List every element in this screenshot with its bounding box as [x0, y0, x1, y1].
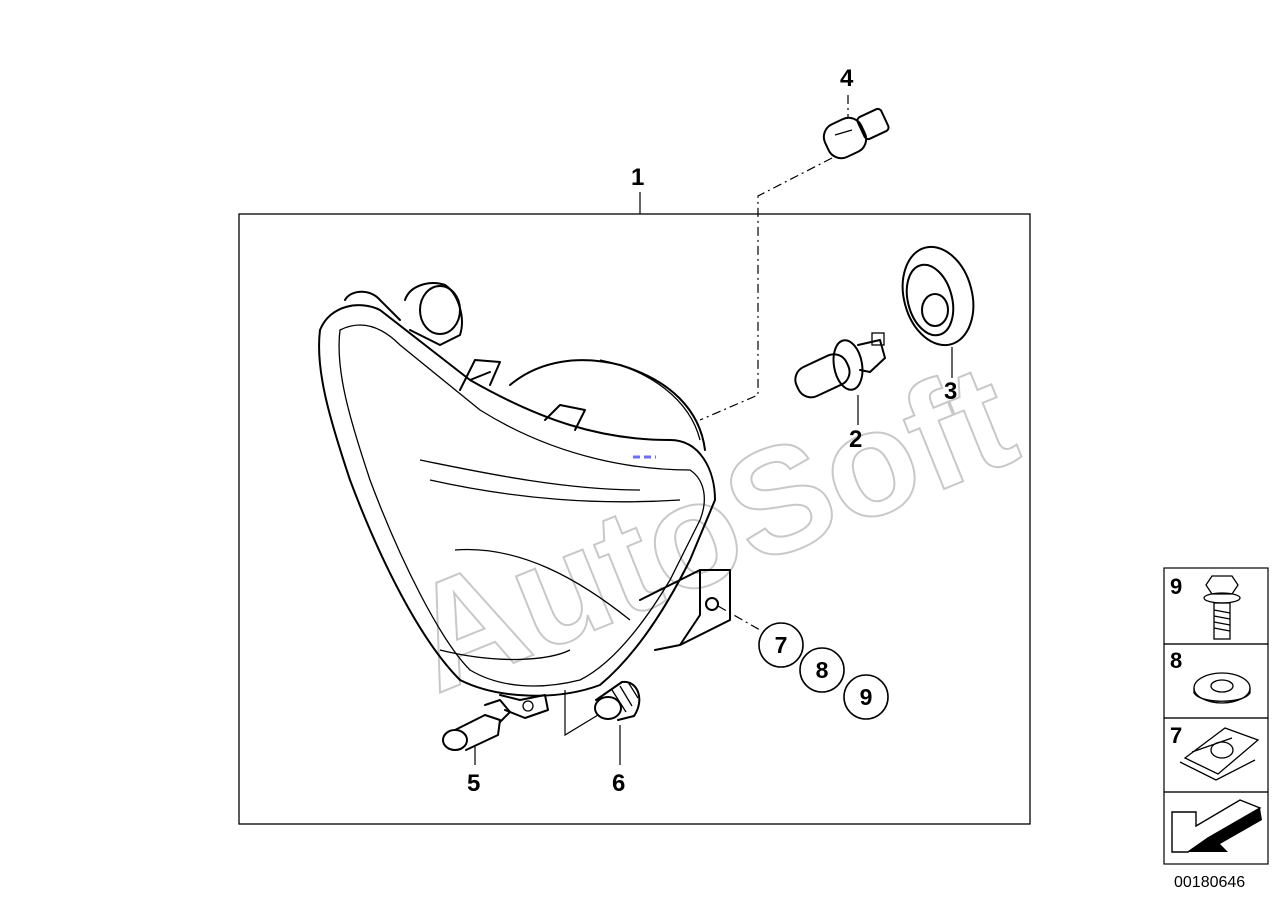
bulb-socket: [442, 699, 511, 751]
circled-ref-9: 9: [843, 674, 889, 720]
legend-label-9: 9: [1170, 574, 1182, 599]
continuation-arrow-icon: [1171, 799, 1262, 853]
main-bulb: [794, 332, 886, 399]
hex-flange-bolt-icon: [1203, 575, 1241, 640]
small-bulb: [822, 107, 890, 160]
callout-6: 6: [612, 770, 625, 797]
callout-1: 1: [631, 164, 644, 191]
rubber-cap: [901, 245, 975, 347]
legend-panel: 9 8 7: [1163, 567, 1269, 865]
callout-4: 4: [840, 65, 854, 92]
callout-2: 2: [849, 426, 862, 453]
diagram-id: 00180646: [1174, 874, 1245, 891]
svg-text:8: 8: [816, 657, 829, 683]
circled-ref-8: 8: [799, 647, 845, 693]
svg-text:7: 7: [775, 632, 788, 658]
clip-nut-icon: [1179, 727, 1260, 781]
legend-label-8: 8: [1170, 648, 1182, 673]
legend-cell-arrow: [1163, 791, 1269, 865]
callout-5: 5: [467, 770, 480, 797]
assembly-frame: [238, 213, 1031, 825]
svg-text:9: 9: [860, 684, 873, 710]
headlight-housing: [318, 282, 731, 719]
watermark: AutoSoft: [386, 331, 1036, 724]
legend-label-7: 7: [1170, 723, 1182, 748]
circled-ref-7: 7: [758, 622, 804, 668]
adjusting-knob: [594, 680, 641, 721]
callout-3: 3: [944, 378, 957, 405]
washer-icon: [1193, 672, 1251, 704]
